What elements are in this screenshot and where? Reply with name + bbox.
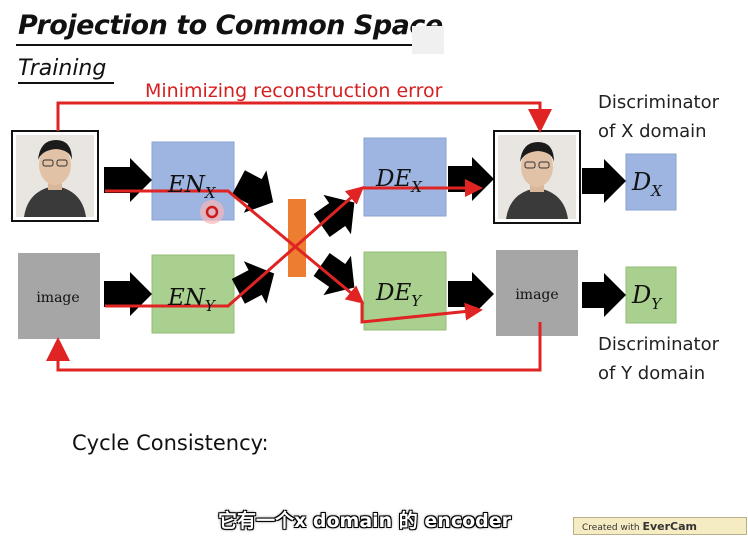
arrow-dey-to-image xyxy=(448,272,494,316)
image-box-y-output xyxy=(496,250,578,336)
disc-x-caption-line2: of X domain xyxy=(598,121,707,142)
encoder-x-label: ENX xyxy=(167,172,217,202)
cross-path-y-to-x xyxy=(105,186,365,308)
cross-path-x-to-y xyxy=(105,189,365,304)
image-label-right: image xyxy=(515,287,558,303)
person-hair xyxy=(38,140,72,160)
reconstruction-error-label: Minimizing reconstruction error xyxy=(145,80,443,102)
pointer-dot xyxy=(205,205,219,219)
disc-x-caption-line1: Discriminator xyxy=(598,92,719,113)
arrow-dex-to-photo xyxy=(448,157,494,201)
encoder-y-label: ENY xyxy=(167,285,217,315)
image-box-y-input xyxy=(18,253,100,339)
decoder-x-label: DEX xyxy=(375,166,423,196)
title-shade xyxy=(412,26,444,54)
watermark-prefix: Created with xyxy=(582,523,643,533)
pointer-glow xyxy=(200,200,224,224)
box-labels: ENX ENY DEX DEY DX DY xyxy=(167,166,663,315)
arrow-latent-to-dey xyxy=(313,253,355,296)
discriminator-y-box xyxy=(625,266,677,324)
disc-y-label: DY xyxy=(631,281,663,313)
video-subtitle: 它有一个x domain 的 encoder xyxy=(218,510,511,532)
title-underline xyxy=(16,44,414,46)
discriminator-x-box xyxy=(625,153,677,211)
person-body xyxy=(24,186,86,217)
cycle-consistency-label: Cycle Consistency: xyxy=(72,431,269,455)
input-photo-x xyxy=(11,130,99,222)
path-dey-to-image xyxy=(360,302,483,324)
arrow-photo-to-enx xyxy=(104,158,152,202)
arrow-photo-to-dx xyxy=(582,159,626,203)
slide-title: Projection to Common Space xyxy=(18,10,443,41)
arrow-enx-to-latent xyxy=(231,170,274,213)
subtitle-underline xyxy=(18,82,114,84)
arrow-image-to-dy xyxy=(582,273,626,317)
person-face xyxy=(39,145,71,185)
watermark-brand: EverCam xyxy=(642,520,697,533)
slide-subtitle: Training xyxy=(18,56,107,81)
latent-code-bar xyxy=(288,199,306,277)
decoder-y-label: DEY xyxy=(375,280,423,310)
evercam-watermark: Created with EverCam xyxy=(573,517,747,535)
cycle-arrow-bottom xyxy=(46,322,542,372)
recon-arrow-top xyxy=(56,101,552,133)
disc-x-label: DX xyxy=(631,168,663,200)
disc-y-caption-line2: of Y domain xyxy=(598,363,706,384)
decoder-x-box xyxy=(363,137,447,217)
arrow-image-to-eny xyxy=(104,272,152,316)
disc-y-caption-line1: Discriminator xyxy=(598,334,719,355)
image-label-left: image xyxy=(36,290,79,306)
red-paths xyxy=(46,101,552,372)
output-photo-x xyxy=(493,130,581,224)
